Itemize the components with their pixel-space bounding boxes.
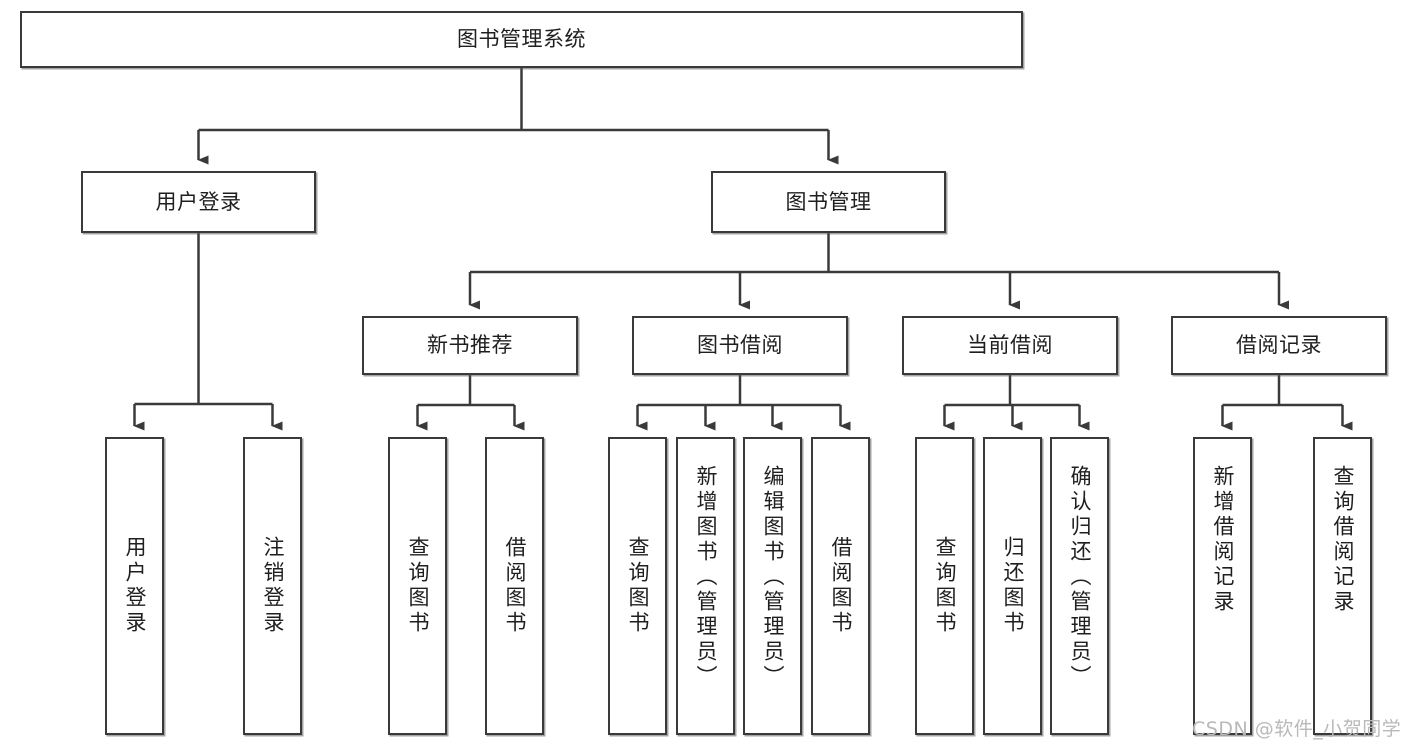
node-borrow-record[interactable]: 借阅记录 [1171, 316, 1387, 375]
node-label: 用户登录 [155, 189, 242, 214]
node-leaf-query-record[interactable]: 查询借阅记录 [1313, 437, 1372, 735]
node-leaf-logout[interactable]: 注销登录 [243, 437, 302, 735]
node-label: 查询图书 [933, 536, 957, 636]
node-label: 查询借阅记录 [1331, 465, 1355, 615]
node-label: 确认归还（管理员） [1068, 465, 1092, 690]
node-leaf-add-record[interactable]: 新增借阅记录 [1193, 437, 1252, 735]
node-new-book-rec[interactable]: 新书推荐 [362, 316, 578, 375]
node-label: 新书推荐 [427, 333, 513, 358]
node-label: 新增图书（管理员） [694, 465, 718, 690]
node-leaf-user-login[interactable]: 用户登录 [105, 437, 164, 735]
node-label: 新增借阅记录 [1211, 465, 1235, 615]
node-label: 编辑图书（管理员） [761, 465, 785, 690]
node-leaf-add-book[interactable]: 新增图书（管理员） [676, 437, 735, 735]
node-label: 注销登录 [261, 536, 285, 636]
node-label: 查询图书 [406, 536, 430, 636]
node-leaf-query-book-1[interactable]: 查询图书 [388, 437, 447, 735]
node-leaf-edit-book[interactable]: 编辑图书（管理员） [743, 437, 802, 735]
node-label: 图书借阅 [697, 333, 783, 358]
node-label: 图书管理 [785, 189, 872, 214]
node-label: 用户登录 [123, 536, 147, 636]
node-label: 当前借阅 [967, 333, 1053, 358]
node-book-manage[interactable]: 图书管理 [711, 171, 946, 233]
node-label: 查询图书 [626, 536, 650, 636]
node-leaf-borrow-book-2[interactable]: 借阅图书 [811, 437, 870, 735]
node-leaf-confirm-ret[interactable]: 确认归还（管理员） [1050, 437, 1109, 735]
node-label: 归还图书 [1001, 536, 1025, 636]
node-book-borrow[interactable]: 图书借阅 [632, 316, 848, 375]
node-leaf-borrow-book-1[interactable]: 借阅图书 [485, 437, 544, 735]
node-leaf-query-book-2[interactable]: 查询图书 [608, 437, 667, 735]
node-label: 借阅记录 [1236, 333, 1322, 358]
watermark-text: CSDN @软件_小贺同学 [1192, 718, 1402, 740]
node-leaf-return-book[interactable]: 归还图书 [983, 437, 1042, 735]
node-current-borrow[interactable]: 当前借阅 [902, 316, 1118, 375]
node-leaf-query-book-3[interactable]: 查询图书 [915, 437, 974, 735]
node-label: 借阅图书 [829, 536, 853, 636]
node-user-login[interactable]: 用户登录 [81, 171, 316, 233]
node-label: 借阅图书 [503, 536, 527, 636]
node-label: 图书管理系统 [457, 27, 586, 52]
node-root[interactable]: 图书管理系统 [20, 11, 1023, 68]
